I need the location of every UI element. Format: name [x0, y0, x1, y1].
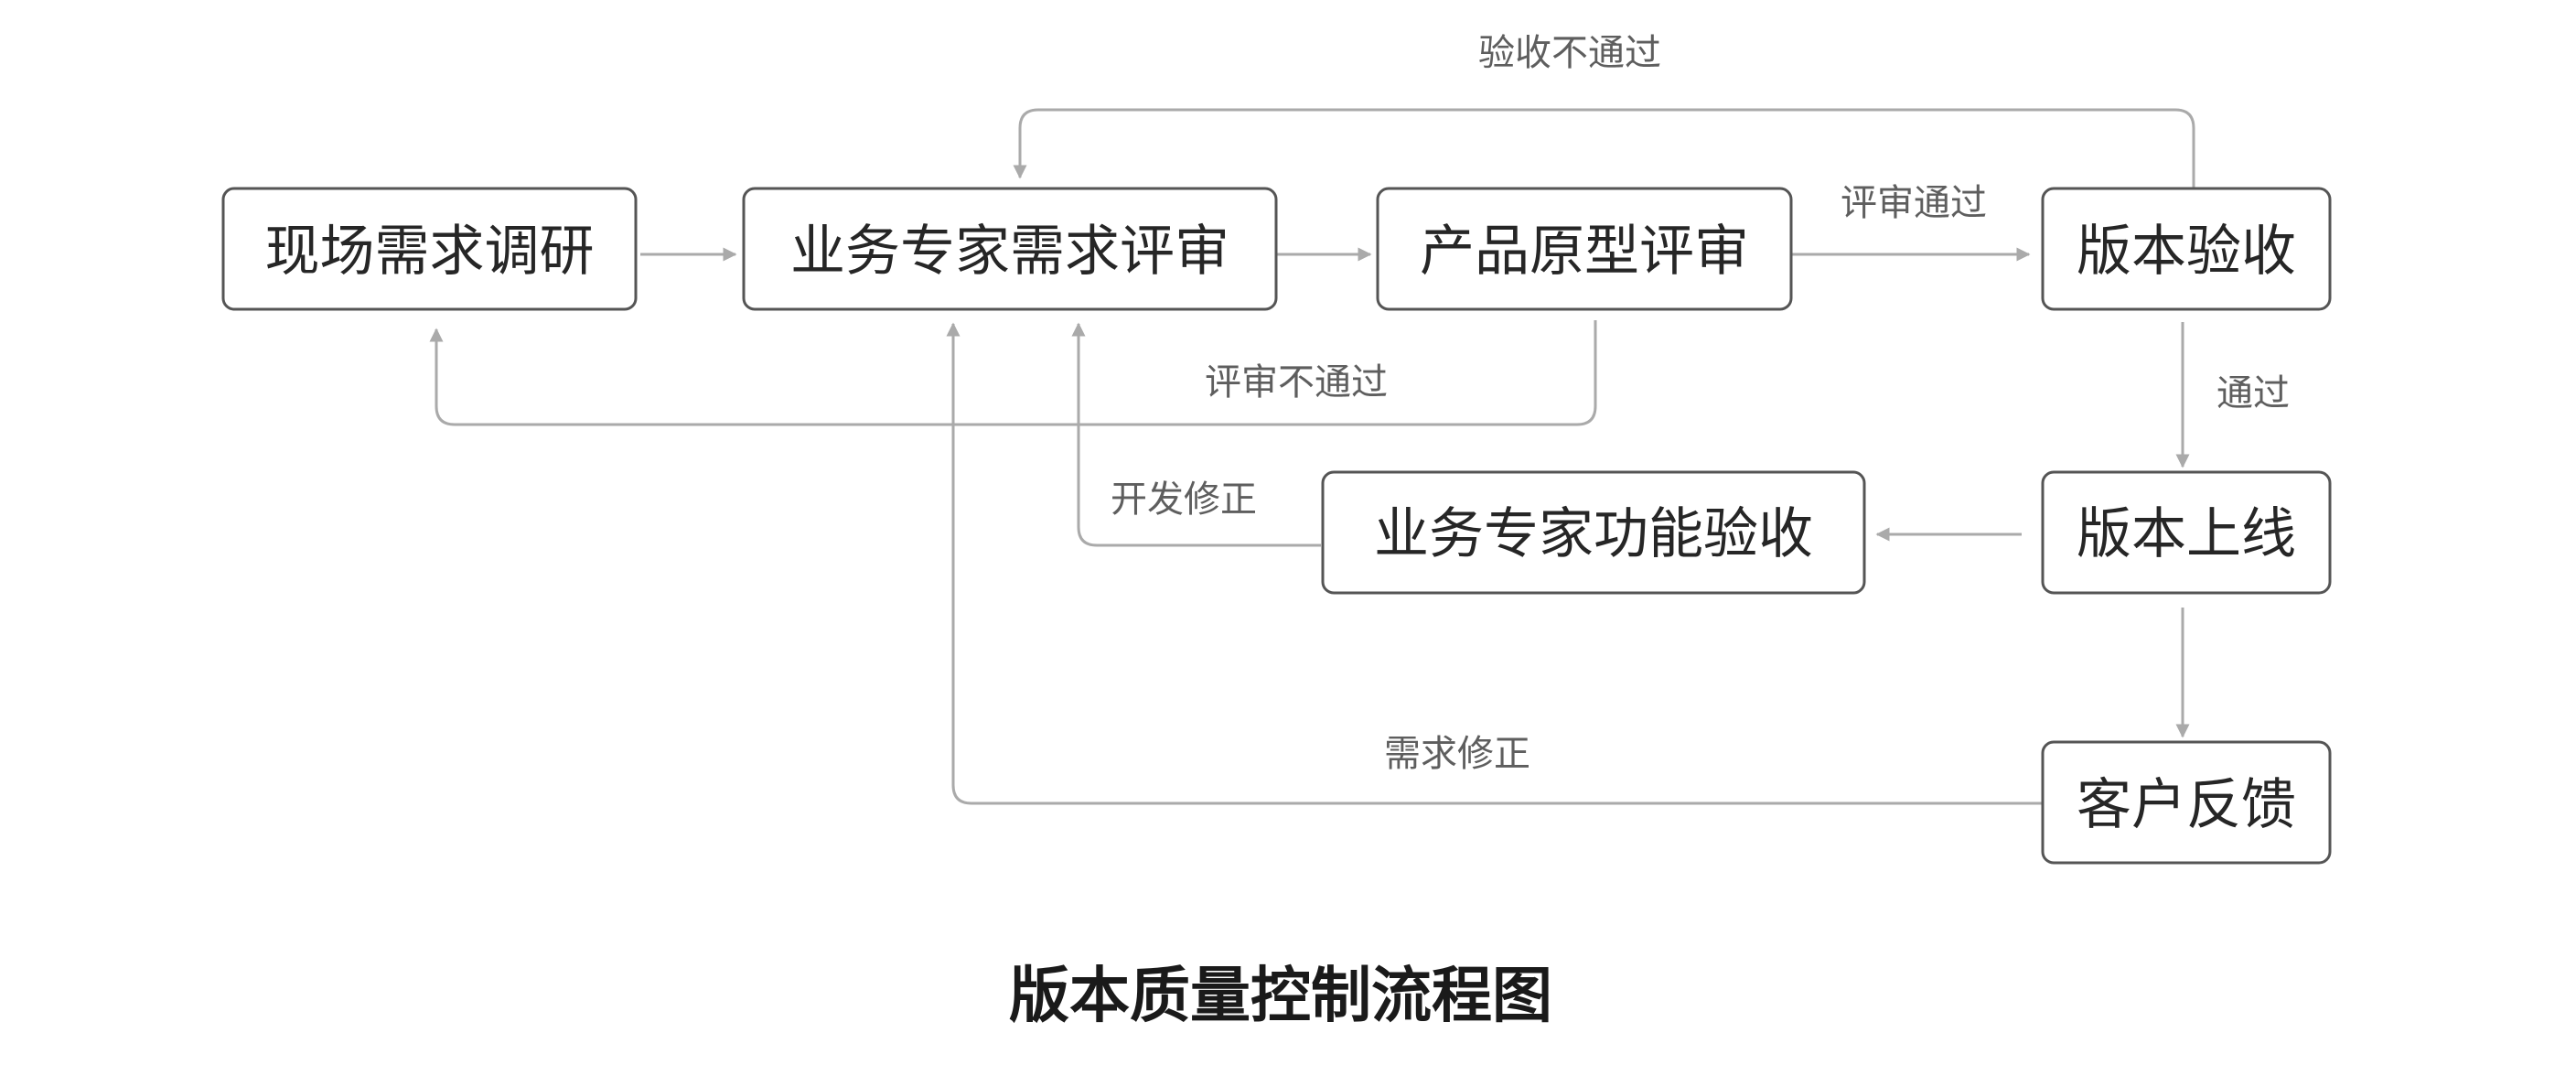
label-review-passed: 评审通过 — [1841, 182, 1987, 224]
label-dev-fix: 开发修正 — [1111, 479, 1257, 521]
label-requirement-fix: 需求修正 — [1384, 733, 1530, 775]
label-acceptance-failed: 验收不通过 — [1478, 32, 1661, 74]
node-expert-requirement-review: 业务专家需求评审 — [742, 187, 1278, 311]
label-passed: 通过 — [2216, 372, 2290, 414]
edge-labels: 验收不通过 评审通过 评审不通过 通过 开发修正 需求修正 — [1111, 32, 2290, 775]
node-version-acceptance-label: 版本验收 — [2077, 220, 2296, 284]
node-field-research: 现场需求调研 — [221, 187, 638, 311]
node-customer-feedback: 客户反馈 — [2041, 740, 2332, 865]
node-field-research-label: 现场需求调研 — [265, 220, 595, 284]
node-version-release: 版本上线 — [2041, 470, 2332, 595]
edge-dev-fix-loop — [1071, 322, 1321, 547]
node-expert-function-acceptance-label: 业务专家功能验收 — [1374, 502, 1813, 566]
node-expert-function-acceptance: 业务专家功能验收 — [1321, 470, 1866, 595]
edge-requirement-fix-loop — [946, 322, 2042, 805]
node-version-acceptance: 版本验收 — [2041, 187, 2332, 311]
connectors — [429, 108, 2195, 805]
nodes: 现场需求调研 业务专家需求评审 产品原型评审 版本验收 版本上线 业务专家功能验… — [221, 187, 2332, 865]
node-prototype-review-label: 产品原型评审 — [1420, 220, 1749, 284]
label-review-failed: 评审不通过 — [1205, 361, 1388, 403]
node-customer-feedback-label: 客户反馈 — [2077, 773, 2296, 837]
edge-review-failed-loop — [429, 320, 1597, 426]
diagram-title: 版本质量控制流程图 — [1009, 961, 1552, 1031]
edge-acceptance-failed-loop — [1013, 108, 2195, 188]
node-version-release-label: 版本上线 — [2077, 502, 2296, 566]
node-expert-requirement-review-label: 业务专家需求评审 — [790, 220, 1229, 284]
node-prototype-review: 产品原型评审 — [1376, 187, 1793, 311]
